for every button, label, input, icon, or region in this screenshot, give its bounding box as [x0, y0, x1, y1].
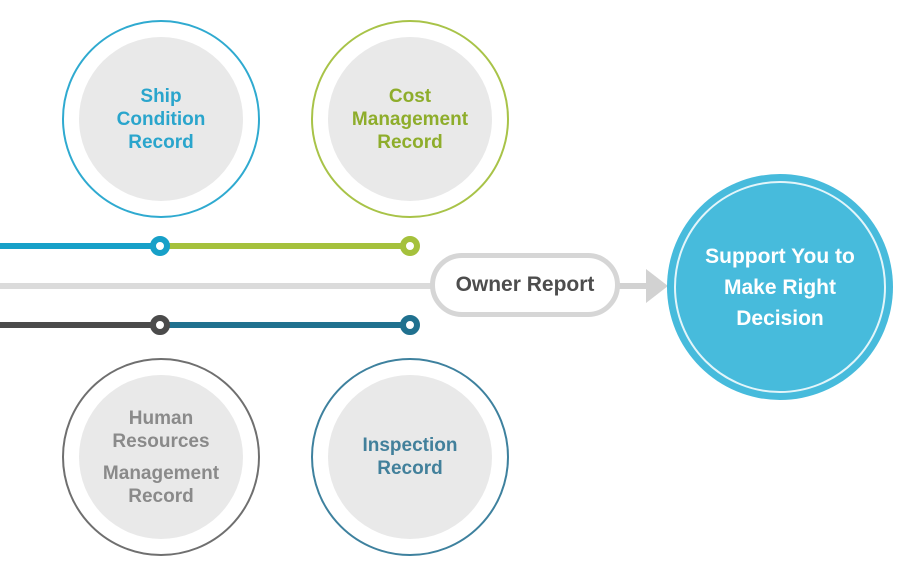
label-line: Resources [112, 430, 210, 452]
human-resources-label: Human Resources Management Record [103, 407, 219, 508]
circle-inspection-record: Inspection Record [311, 358, 509, 556]
human-resources-disc: Human Resources Management Record [79, 375, 243, 539]
inspection-disc: Inspection Record [328, 375, 492, 539]
label-line: Record [128, 131, 194, 153]
label-line: Make Right [723, 275, 836, 299]
owner-report-pill: Owner Report [430, 253, 620, 317]
circle-human-resources-record: Human Resources Management Record [62, 358, 260, 556]
circle-ship-condition-record: Ship Condition Record [62, 20, 260, 218]
label-line: Record [377, 131, 443, 153]
label-line: Record [128, 485, 194, 507]
right-arrow-stem [618, 283, 648, 289]
cost-management-disc: Cost Management Record [328, 37, 492, 201]
cost-management-label: Cost Management Record [352, 85, 468, 154]
label-line: Record [377, 458, 443, 479]
inspection-label: Inspection Record [362, 434, 457, 480]
label-line: Condition [116, 108, 206, 130]
ship-condition-disc: Ship Condition Record [79, 37, 243, 201]
circle-support-decision: Support You to Make Right Decision [667, 174, 893, 400]
node-ship-dot [150, 236, 170, 256]
node-human-dot [150, 315, 170, 335]
label-line: Support You to [705, 244, 855, 268]
connector-cost-line [160, 243, 412, 249]
node-cost-dot [400, 236, 420, 256]
connector-inspection-line [160, 322, 412, 328]
label-line: Management [102, 462, 220, 484]
owner-report-label: Owner Report [455, 273, 595, 296]
connector-human-line [0, 322, 162, 328]
label-line: Ship [140, 85, 182, 107]
connector-ship-line [0, 243, 162, 249]
label-line: Decision [736, 306, 824, 330]
connector-middle-line [0, 283, 436, 289]
label-line: Management [351, 108, 469, 130]
support-decision-label: Support You to Make Right Decision [690, 241, 870, 334]
label-line: Human [128, 407, 194, 429]
result-inner-ring [674, 181, 886, 393]
label-line: Cost [388, 85, 432, 107]
circle-cost-management-record: Cost Management Record [311, 20, 509, 218]
label-line: Inspection [362, 435, 458, 456]
right-arrow-icon [646, 269, 668, 303]
ship-condition-label: Ship Condition Record [117, 85, 206, 154]
node-inspection-dot [400, 315, 420, 335]
